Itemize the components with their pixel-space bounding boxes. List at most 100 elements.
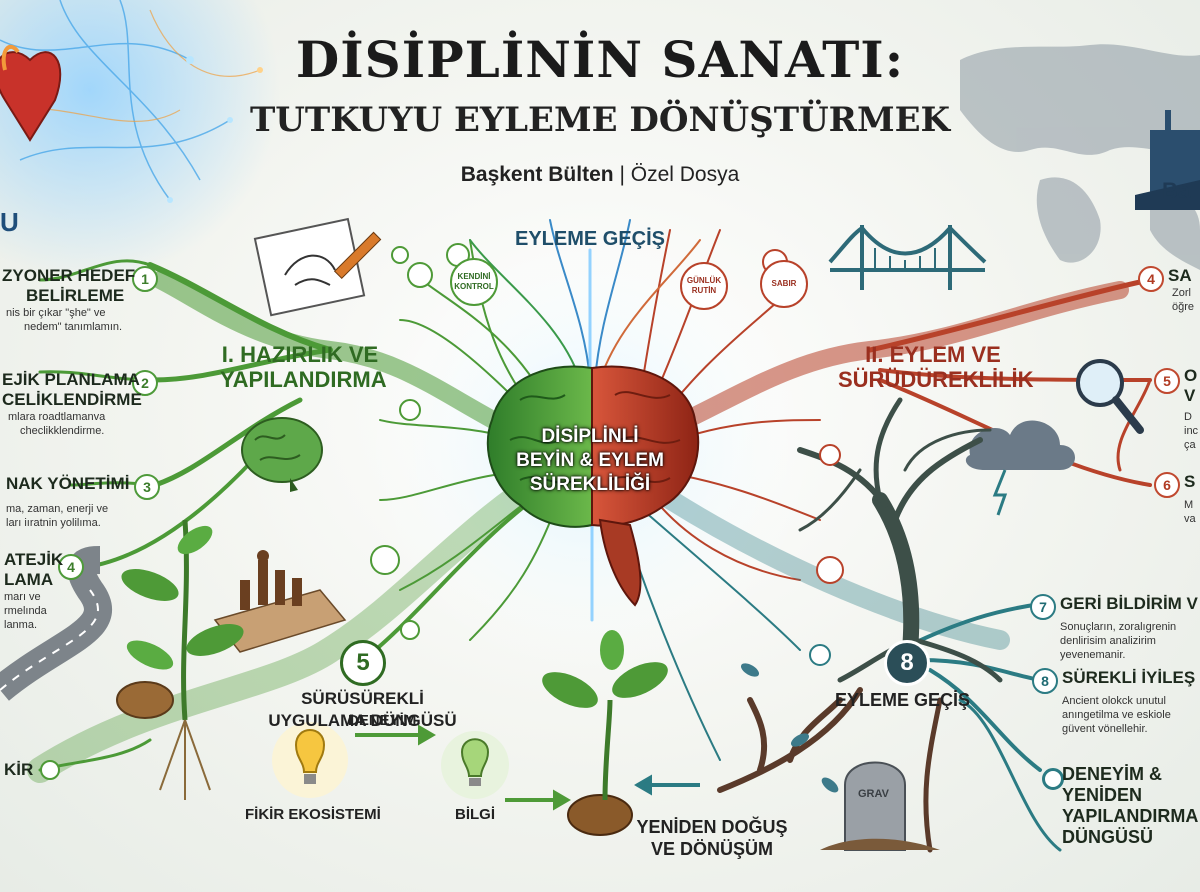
flow-arrows	[355, 724, 571, 811]
right-item-3: S M va	[1184, 472, 1196, 526]
node-kendini-kontrol: KENDİNİ KONTROL	[450, 258, 498, 306]
left-item-2-title-1: EJİK PLANLAMA	[2, 370, 140, 389]
branch-right-title-2: SÜRÜDÜREKLİLİK	[838, 367, 1034, 392]
rebirth-label-2: VE DÖNÜŞÜM	[650, 839, 773, 859]
left-item-2-title-2: CELİKLENDİRME	[2, 390, 142, 409]
right-item-1: SA Zorl öğre	[1168, 266, 1194, 314]
teal-last-2: YENİDEN	[1062, 785, 1143, 805]
teal-item-1: GERİ BİLDİRİM V Sonuçların, zoralıgrenin…	[1060, 594, 1198, 662]
node-sabir: SABIR	[760, 260, 808, 308]
seed-icon	[116, 681, 174, 719]
left-item-4-title-1: ATEJİK	[4, 550, 64, 569]
left-item-1-desc-1: nis bir çıkar "şhe" ve	[6, 307, 106, 319]
sprout-icon	[121, 519, 244, 800]
branch-8-title: EYLEME GEÇİŞ	[835, 690, 971, 710]
byline-separator: |	[619, 163, 631, 186]
left-item-4-desc-1: marı ve	[4, 591, 41, 603]
right-item-1-title: SA	[1168, 266, 1192, 285]
left-item-3-title-1: NAK YÖNETİMİ	[6, 474, 130, 493]
teal-last-1: DENEYİM &	[1062, 764, 1163, 784]
brain-label-line1: DİSİPLİNLİ	[541, 426, 639, 447]
green-branches	[27, 239, 573, 783]
right-item-2: O V D inc ça	[1184, 366, 1198, 452]
right-item-3-desc-1: M	[1184, 499, 1194, 511]
right-item-number-5: 5	[1154, 368, 1180, 394]
branch-left-title: I. HAZIRLIK VE YAPILANDIRMA	[220, 342, 387, 392]
right-item-number-6: 6	[1154, 472, 1180, 498]
main-title: DİSİPLİNİN SANATI:	[295, 30, 905, 89]
tree-icon	[797, 397, 1003, 683]
branch-right-title: II. EYLEM VE SÜRÜDÜREKLİLİK	[838, 342, 1034, 392]
lightbulb-icon	[272, 722, 509, 799]
left-item-1: ZYONER HEDEF BELİRLEME nis bir çıkar "şh…	[2, 266, 135, 334]
teal-item-number-8: 8	[1032, 668, 1058, 694]
branch-5-number: 5	[340, 640, 386, 686]
brain-label: DİSİPLİNLİ BEYİN & EYLEM SÜREKLİLİĞİ	[505, 425, 675, 497]
teal-item-1-desc-1: Sonuçların, zoralıgrenin	[1060, 621, 1177, 633]
left-item-2-desc-2: checlikklendirme.	[20, 425, 105, 437]
right-item-1-desc-2: öğre	[1172, 301, 1195, 313]
top-rays	[469, 219, 701, 622]
city-skyline	[1135, 110, 1200, 210]
teal-item-1-desc-2: denlirisim analizirim	[1060, 635, 1156, 647]
rebirth-label: YENİDEN DOĞUŞ VE DÖNÜŞÜM	[622, 816, 802, 860]
byline-source: Başkent Bülten	[460, 163, 614, 186]
teal-item-2: SÜREKLİ İYİLEŞ Ancient olokck unutul anı…	[1062, 668, 1195, 736]
right-item-number-4: 4	[1138, 266, 1164, 292]
flow-arrow-back	[634, 774, 700, 796]
deneyim-label: DENEYİM	[348, 712, 417, 729]
teal-last-4: DÜNGÜSÜ	[1062, 827, 1154, 847]
node-gunluk-rutin: GÜNLÜK RUTİN	[680, 262, 728, 310]
left-item-1-desc-2: nedem" tanımlamın.	[24, 321, 123, 333]
left-item-3-desc-1: ma, zaman, enerji ve	[6, 503, 109, 515]
heart-icon	[0, 44, 62, 142]
road-icon	[0, 546, 112, 701]
seed-sprout-icon	[542, 630, 668, 836]
brain-label-line3: SÜREKLİLİĞİ	[529, 474, 651, 495]
left-item-2-desc-1: mlara roadtlamanva	[8, 411, 106, 423]
branch-right-title-1: II. EYLEM VE	[865, 342, 1001, 367]
right-item-2-desc-2: inc	[1184, 425, 1199, 437]
left-item-4-title-2: LAMA	[4, 570, 54, 589]
teal-item-2-desc-2: anıngetilma ve eskiole	[1062, 709, 1171, 721]
branch-left-title-1: I. HAZIRLIK VE	[221, 342, 379, 367]
teal-last-item: DENEYİM & YENİDEN YAPILANDIRMA DÜNGÜSÜ	[1062, 764, 1198, 848]
world-map	[960, 44, 1200, 270]
left-item-4-desc-2: rmelında	[4, 605, 47, 617]
teal-item-1-desc-3: yevenemanir.	[1060, 649, 1126, 661]
left-item-3-desc-2: ları iıratnin yolilıma.	[6, 517, 101, 529]
rebirth-label-1: YENİDEN DOĞUŞ	[636, 817, 788, 837]
brain-icon	[241, 417, 323, 492]
right-item-3-title: S	[1184, 472, 1196, 491]
brain-label-line2: BEYİN & EYLEM	[516, 450, 664, 471]
branch-5-title: SÜRÜSÜREKLİ UYGULAMA DÜNGÜSÜ	[255, 688, 470, 732]
teal-last-dot	[1042, 768, 1064, 790]
teal-item-number-7: 7	[1030, 594, 1056, 620]
pencil-icon	[333, 231, 382, 280]
gravestone-icon	[820, 761, 940, 851]
bilgi-label: BİLGİ	[455, 806, 495, 823]
center-top-label: EYLEME GEÇİŞ	[514, 228, 666, 250]
left-item-4-desc-3: lanma.	[4, 619, 38, 631]
right-item-2-title-1: O	[1184, 366, 1198, 385]
right-item-1-desc-1: Zorl	[1172, 287, 1191, 299]
byline-section: Özel Dosya	[630, 163, 740, 186]
branch-8-number: 8	[884, 640, 930, 686]
teal-last-3: YAPILANDIRMA	[1062, 806, 1199, 826]
top-left-fragment: U	[0, 207, 19, 237]
item-number-1: 1	[132, 266, 158, 292]
item-number-2: 2	[132, 370, 158, 396]
right-item-2-desc-1: D	[1184, 411, 1192, 423]
right-item-3-desc-2: va	[1184, 513, 1196, 525]
gravestone-label: GRAV	[858, 788, 889, 800]
left-last-dot	[40, 760, 60, 780]
teal-item-1-title: GERİ BİLDİRİM V	[1060, 594, 1198, 613]
main-subtitle: TUTKUYU EYLEME DÖNÜŞTÜRMEK	[249, 100, 951, 140]
central-brain	[486, 365, 700, 607]
left-item-1-title-2: BELİRLEME	[26, 286, 125, 305]
storm-cloud-icon	[965, 420, 1075, 516]
top-right-fragment: Ba	[1162, 178, 1191, 203]
teal-item-2-desc-1: Ancient olokck unutul	[1062, 695, 1166, 707]
